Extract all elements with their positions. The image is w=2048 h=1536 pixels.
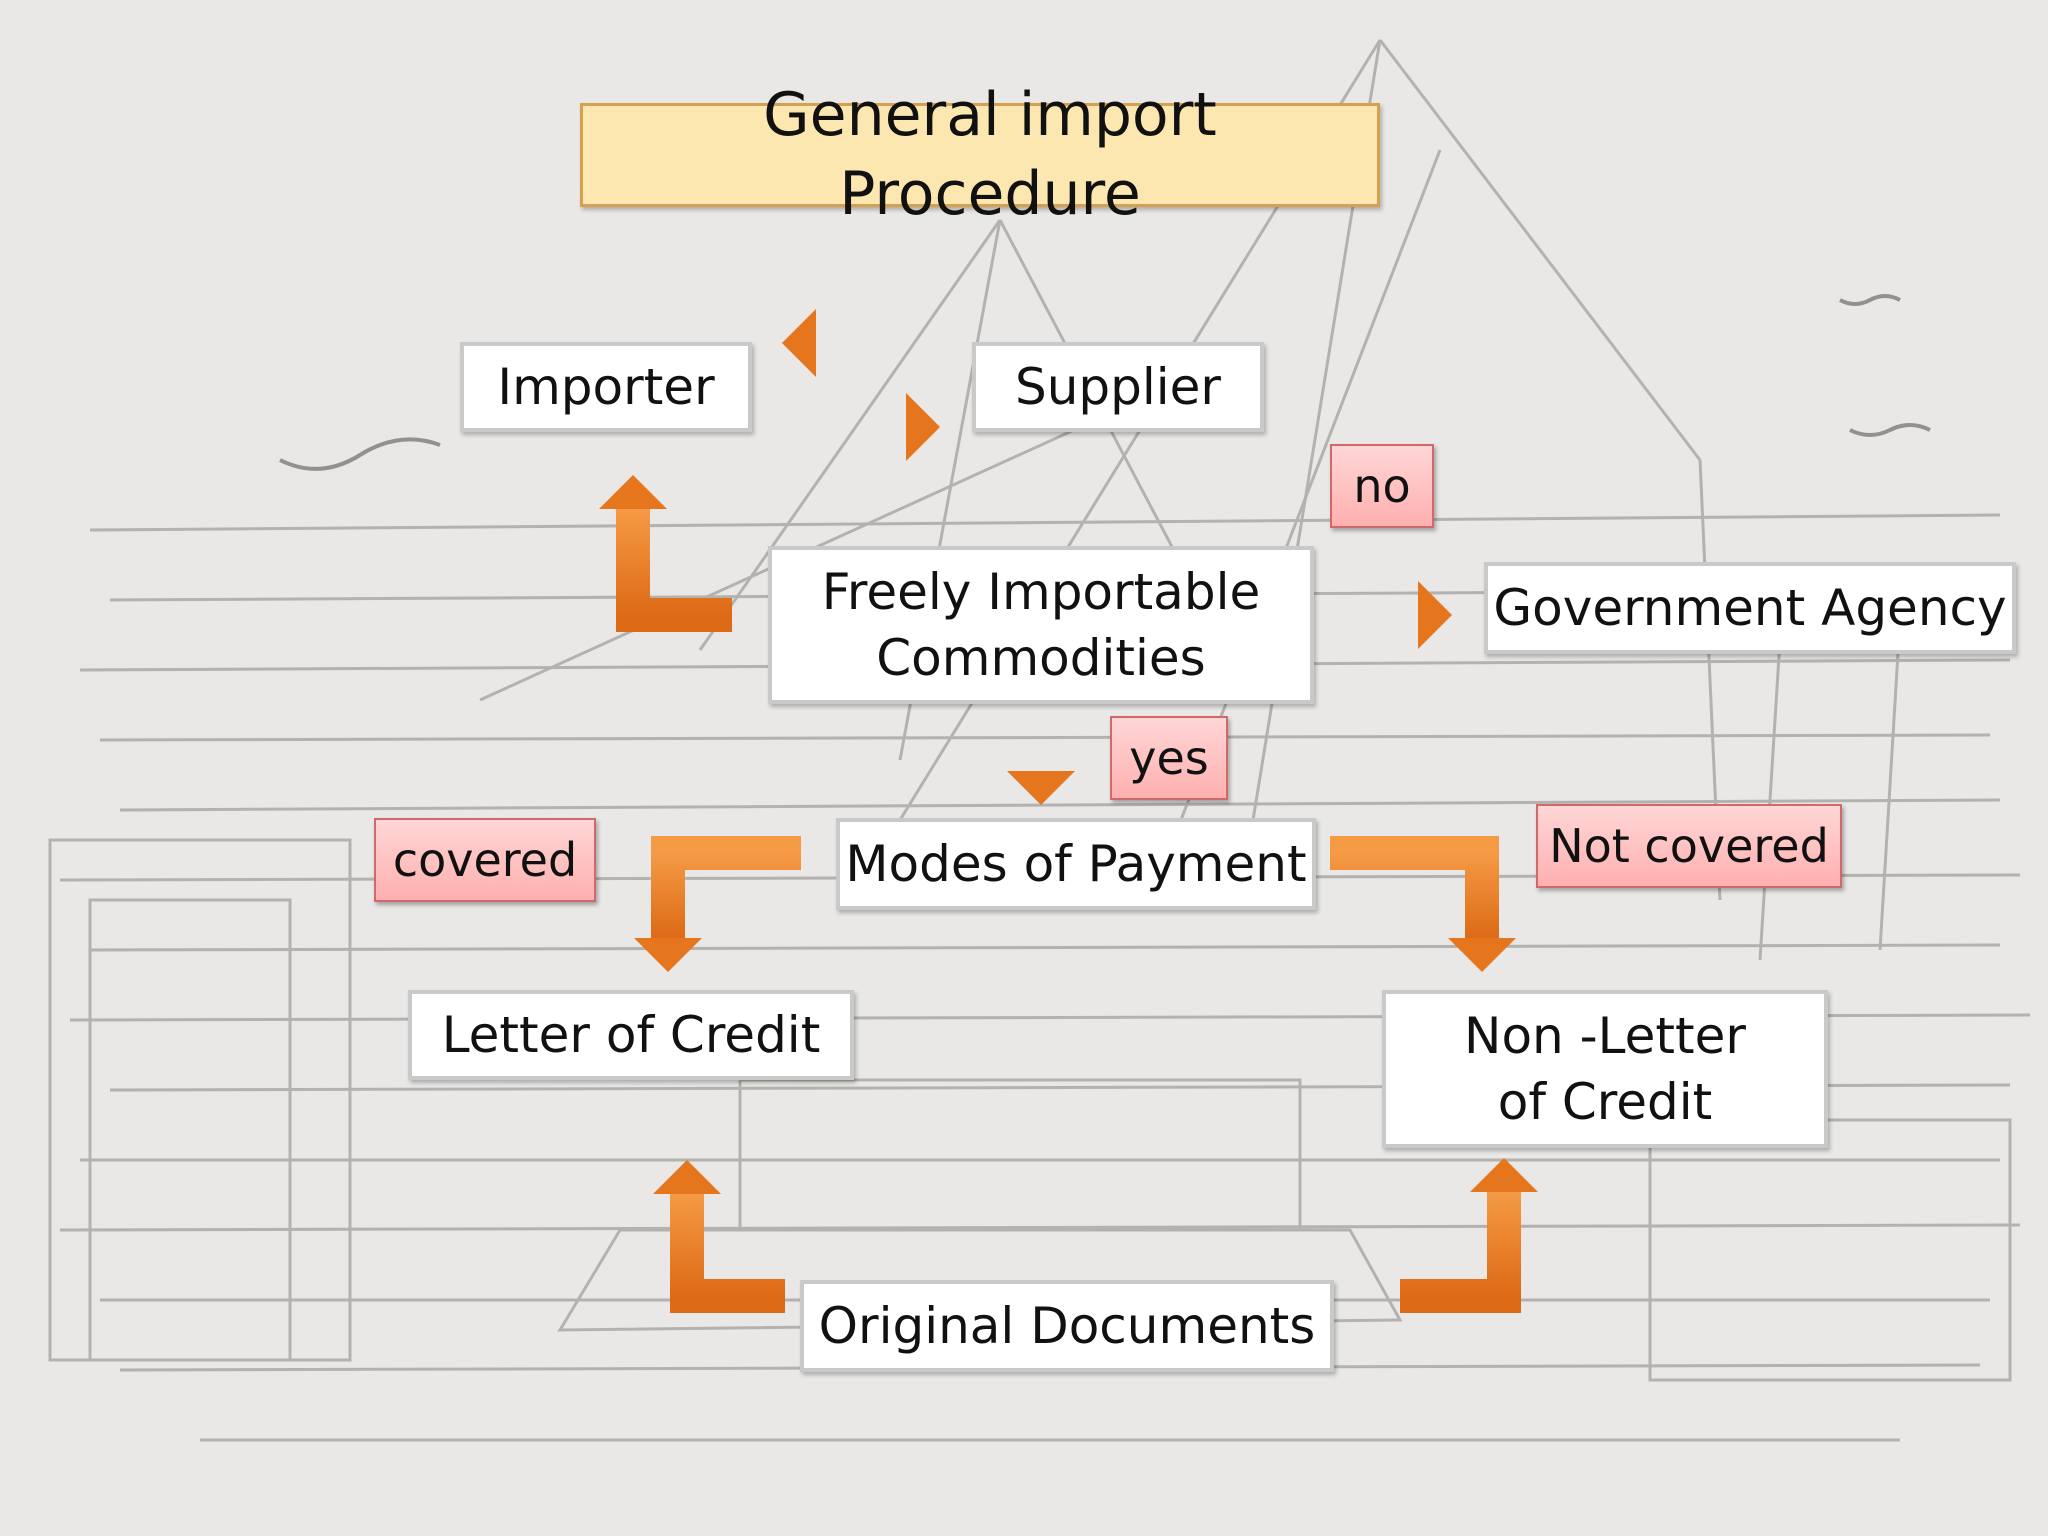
diagram-title-text: General import Procedure bbox=[763, 79, 1217, 229]
freely-importable-label: Freely Importable Commodities bbox=[821, 563, 1261, 687]
arrow-freely-to-government bbox=[1347, 581, 1452, 649]
importer-box: Importer bbox=[460, 342, 752, 432]
arrow-documents-to-letter-of-credit bbox=[653, 1160, 785, 1313]
letter-of-credit-label: Letter of Credit bbox=[441, 1006, 821, 1064]
government-agency-box: Government Agency bbox=[1484, 562, 2016, 654]
arrow-importer-to-supplier bbox=[800, 393, 940, 461]
no-tag: no bbox=[1330, 444, 1434, 528]
no-tag-text: no bbox=[1353, 459, 1411, 513]
non-letter-of-credit-label: Non -Letter of Credit bbox=[1464, 1007, 1746, 1131]
supplier-box: Supplier bbox=[972, 342, 1264, 432]
modes-of-payment-label: Modes of Payment bbox=[845, 835, 1307, 893]
arrow-freely-to-importer bbox=[599, 475, 732, 632]
non-letter-of-credit-box: Non -Letter of Credit bbox=[1382, 990, 1828, 1148]
covered-tag: covered bbox=[374, 818, 596, 902]
yes-tag-text: yes bbox=[1129, 731, 1209, 785]
original-documents-box: Original Documents bbox=[800, 1280, 1334, 1372]
arrow-freely-to-modes bbox=[1007, 700, 1075, 805]
covered-tag-text: covered bbox=[392, 833, 578, 887]
original-documents-label: Original Documents bbox=[818, 1297, 1316, 1355]
arrow-modes-to-letter-of-credit bbox=[634, 836, 801, 972]
government-agency-label: Government Agency bbox=[1493, 579, 2007, 637]
not-covered-tag: Not covered bbox=[1536, 804, 1842, 888]
diagram-title: General import Procedure bbox=[580, 80, 1380, 229]
arrow-supplier-to-importer bbox=[782, 309, 922, 377]
arrow-modes-to-non-letter-of-credit bbox=[1330, 836, 1516, 972]
importer-label: Importer bbox=[497, 358, 715, 416]
supplier-label: Supplier bbox=[1014, 358, 1221, 416]
arrow-documents-to-non-letter-of-credit bbox=[1400, 1158, 1538, 1313]
not-covered-tag-text: Not covered bbox=[1549, 819, 1829, 873]
freely-importable-box: Freely Importable Commodities bbox=[768, 546, 1314, 704]
yes-tag: yes bbox=[1110, 716, 1228, 800]
letter-of-credit-box: Letter of Credit bbox=[408, 990, 854, 1080]
modes-of-payment-box: Modes of Payment bbox=[836, 818, 1316, 910]
